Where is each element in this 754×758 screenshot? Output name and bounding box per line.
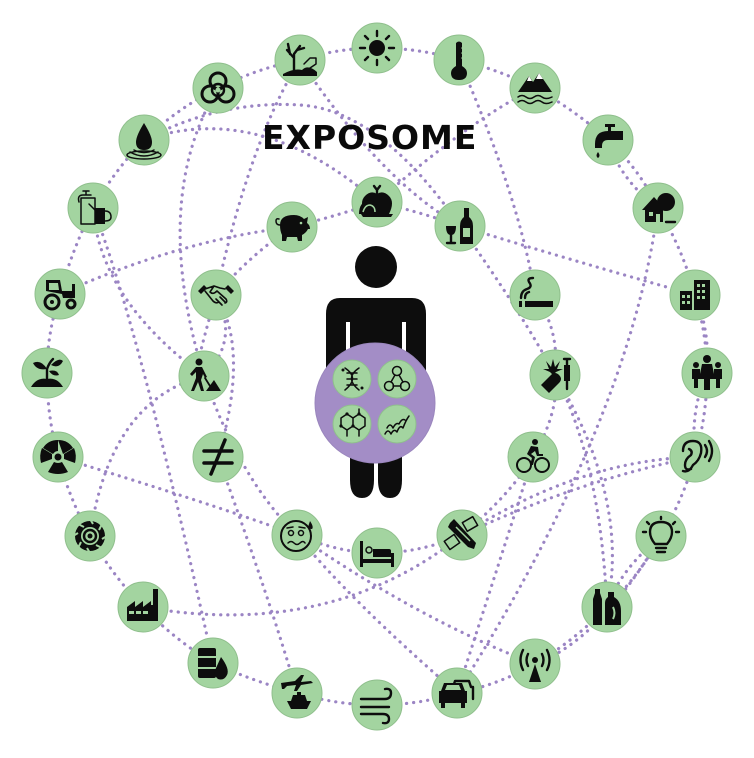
school-tools-icon — [443, 515, 479, 551]
outer-node-water-tap: Drinking water — [582, 114, 634, 166]
omics-disc — [314, 342, 436, 464]
inner-node-cigarette: Smoking — [509, 269, 561, 321]
house-tree-icon — [642, 193, 677, 224]
worker-icon — [190, 358, 221, 391]
inner-node-bed-sleep: Sleep — [351, 527, 403, 579]
dead-tree-pollution-icon — [283, 42, 317, 76]
tractor-icon — [43, 280, 77, 311]
outer-node-ear-sound: Noise — [669, 431, 721, 483]
outer-node-radiation: Radiation — [32, 431, 84, 483]
anxious-face-icon — [280, 520, 313, 552]
outer-node-radio-antenna: Electromagnetic fields — [509, 638, 561, 690]
outer-node-plant-seedling: Vegetation / pollen — [21, 347, 73, 399]
outer-node-tractor: Agriculture — [34, 268, 86, 320]
outer-ring-nodes: Sunlight / UV TemperatureLandscape / clim… — [21, 22, 733, 731]
inner-node-handshake: Social relationships — [190, 269, 242, 321]
cars-icon — [439, 679, 475, 708]
chemical-bottles-icon — [593, 589, 621, 625]
outer-node-oil-barrel: Petroleum — [187, 637, 239, 689]
not-equal-icon — [202, 438, 234, 476]
drugs-syringe-icon — [541, 357, 572, 393]
water-tap-icon — [595, 124, 623, 158]
outer-node-lightbulb: Artificial light — [635, 510, 687, 562]
piggy-bank-icon — [275, 215, 310, 241]
inner-node-piggy-bank: Income — [266, 201, 318, 253]
wine-bottle-glass-icon — [445, 208, 473, 245]
inner-node-cyclist: Physical activity — [507, 431, 559, 483]
outer-node-thermometer: Temperature — [433, 34, 485, 86]
family-icon — [692, 355, 722, 390]
outer-node-mountains-water: Landscape / climate — [509, 62, 561, 114]
outer-node-factory: Industry — [117, 581, 169, 633]
oil-barrel-icon — [198, 648, 228, 680]
protein-helix-icon — [377, 404, 417, 444]
inner-node-anxious-face: Stress — [271, 509, 323, 561]
outer-node-cars: Traffic — [431, 667, 483, 719]
wind-icon — [359, 687, 393, 725]
inner-node-wine-bottle-glass: Alcohol — [434, 200, 486, 252]
outer-node-sprayer-watering-can: Pesticides — [67, 182, 119, 234]
outer-node-wind: Air — [351, 679, 403, 731]
cigarette-icon — [519, 276, 553, 307]
outer-node-dead-tree-pollution: Environmental pollution — [274, 34, 326, 86]
molecule-network-icon — [377, 359, 417, 399]
buildings-icon — [680, 280, 710, 310]
inner-ring-nodes: Diet AlcoholSmokingDrugsPhysical activity… — [178, 176, 581, 579]
sun-icon — [358, 29, 396, 67]
factory-icon — [127, 589, 158, 621]
bed-sleep-icon — [360, 541, 394, 567]
inner-node-drugs-syringe: Drugs — [529, 349, 581, 401]
food-apple-icon — [359, 184, 393, 217]
radiation-icon — [40, 440, 76, 474]
outer-node-house-tree: Housing / green space — [632, 182, 684, 234]
outer-node-sun: Sunlight / UV — [351, 22, 403, 74]
cyclist-icon — [516, 439, 550, 473]
outer-node-buildings: Urban environment — [669, 269, 721, 321]
inner-node-food-apple: Diet — [351, 176, 403, 228]
saw-blade-icon — [72, 518, 108, 554]
outer-node-chemical-bottles: Household chemicals — [581, 581, 633, 633]
outer-node-saw-blade: Occupational hazards — [64, 510, 116, 562]
diagram-title: EXPOSOME — [262, 118, 478, 157]
ear-sound-icon — [681, 439, 714, 473]
thermometer-icon — [451, 41, 467, 80]
mountains-water-icon — [517, 73, 553, 105]
biohazard-icon — [200, 71, 236, 104]
metabolite-structure-icon — [332, 404, 372, 444]
handshake-icon — [198, 285, 234, 306]
water-drop-icon — [126, 123, 162, 160]
outer-node-water-drop: Water pollution — [118, 114, 170, 166]
outer-node-family: Family / social — [681, 347, 733, 399]
sprayer-watering-can-icon — [77, 190, 112, 225]
inner-node-worker: Occupation — [178, 350, 230, 402]
outer-node-biohazard: Biological agents — [192, 62, 244, 114]
dna-icon — [332, 359, 372, 399]
outer-node-plane-ship: Transport — [271, 667, 323, 719]
inner-node-not-equal: Inequality — [192, 431, 244, 483]
inner-node-school-tools: Education — [436, 509, 488, 561]
lightbulb-icon — [641, 515, 681, 554]
radio-antenna-icon — [519, 648, 551, 682]
plane-ship-icon — [281, 675, 313, 709]
plant-seedling-icon — [31, 357, 63, 387]
